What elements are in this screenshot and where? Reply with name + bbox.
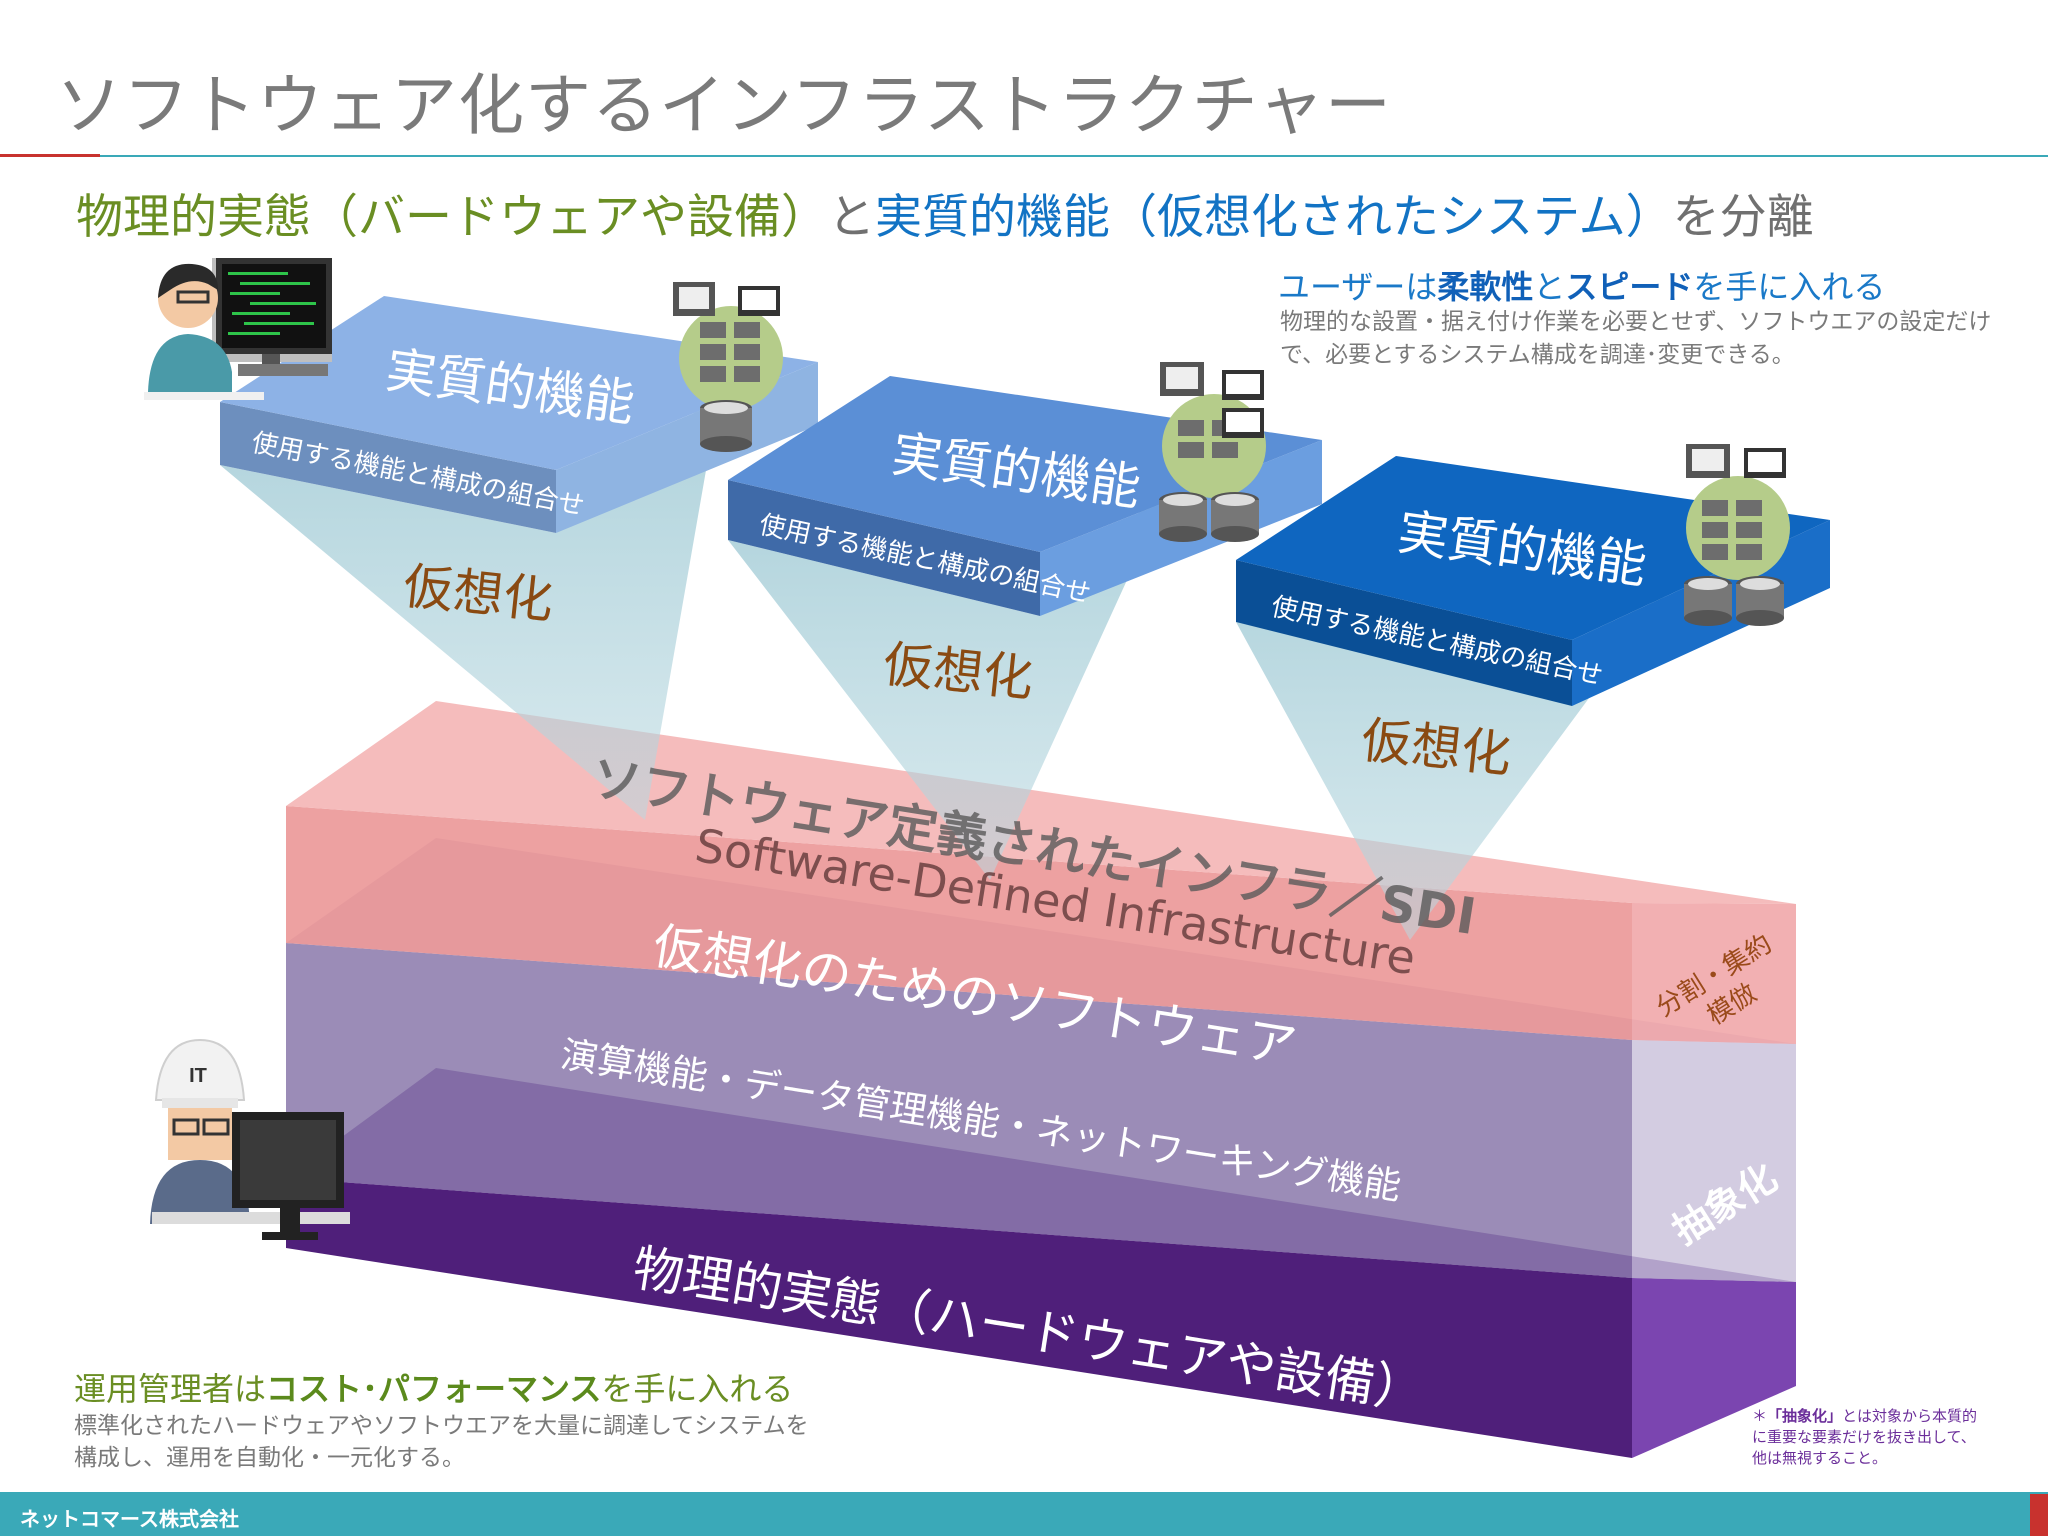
subtitle-separate: を分離 [1672, 190, 1814, 245]
server-cluster-icon [1160, 362, 1266, 498]
cone-3 [1236, 540, 1706, 940]
database-icon [1159, 492, 1259, 542]
programmer-icon [144, 258, 332, 400]
virtualization-cones [220, 390, 1706, 940]
cone-2 [728, 475, 1175, 880]
user-benefit-heading: ユーザーは柔軟性とスピードを手に入れる [1278, 262, 1885, 308]
page-title: ソフトウェア化するインフラストラクチャー [56, 67, 1393, 144]
subtitle-physical: 物理的実態（バードウェアや設備） [76, 190, 828, 245]
subtitle: 物理的実態（バードウェアや設備）と実質的機能（仮想化されたシステム）を分離 [76, 178, 1814, 247]
user-head-post: を手に入れる [1693, 268, 1886, 306]
user-head-speed: スピード [1565, 268, 1694, 306]
admin-benefit-heading: 運用管理者はコスト･パフォーマンスを手に入れる [74, 1364, 793, 1410]
user-head-mid: と [1533, 268, 1566, 306]
user-benefit-description: 物理的な設置・据え付け作業を必要とせず、ソフトウエアの設定だけで、必要とするシス… [1280, 309, 1992, 368]
subtitle-virtual: 実質的機能（仮想化されたシステム） [875, 190, 1673, 245]
footer-bar [0, 1492, 2048, 1536]
footer-accent [2030, 1494, 2048, 1536]
subtitle-and: と [828, 190, 875, 245]
user-head-pre: ユーザーは [1278, 268, 1438, 306]
server-cluster-icon [673, 282, 783, 410]
admin-benefit-description: 標準化されたハードウェアやソフトウエアを大量に調達してシステムを構成し、運用を自… [74, 1413, 809, 1471]
title-rule-red [0, 154, 100, 157]
note-text: とは対象から本質的に重要な要素だけを抜き出して、他は無視すること。 [1752, 1407, 1978, 1467]
title-rule-teal [100, 155, 2048, 157]
footer-company-name: ネットコマース株式会社 [20, 1507, 239, 1531]
admin-head-cost-performance: コスト･パフォーマンス [266, 1370, 602, 1408]
cone-1 [220, 390, 720, 820]
admin-head-post: を手に入れる [601, 1370, 794, 1408]
note-term: 「抽象化」 [1767, 1407, 1843, 1425]
user-head-flexibility: 柔軟性 [1437, 268, 1534, 306]
it-engineer-icon: IT [150, 1038, 350, 1240]
abstraction-footnote: ＊「抽象化」とは対象から本質的に重要な要素だけを抜き出して、他は無視すること。 [1752, 1406, 1982, 1469]
svg-text:IT: IT [189, 1065, 207, 1087]
database-icon [700, 400, 752, 452]
note-prefix: ＊ [1752, 1407, 1768, 1425]
database-icon [1684, 576, 1784, 626]
server-cluster-icon [1686, 444, 1790, 580]
admin-head-pre: 運用管理者は [74, 1370, 267, 1408]
